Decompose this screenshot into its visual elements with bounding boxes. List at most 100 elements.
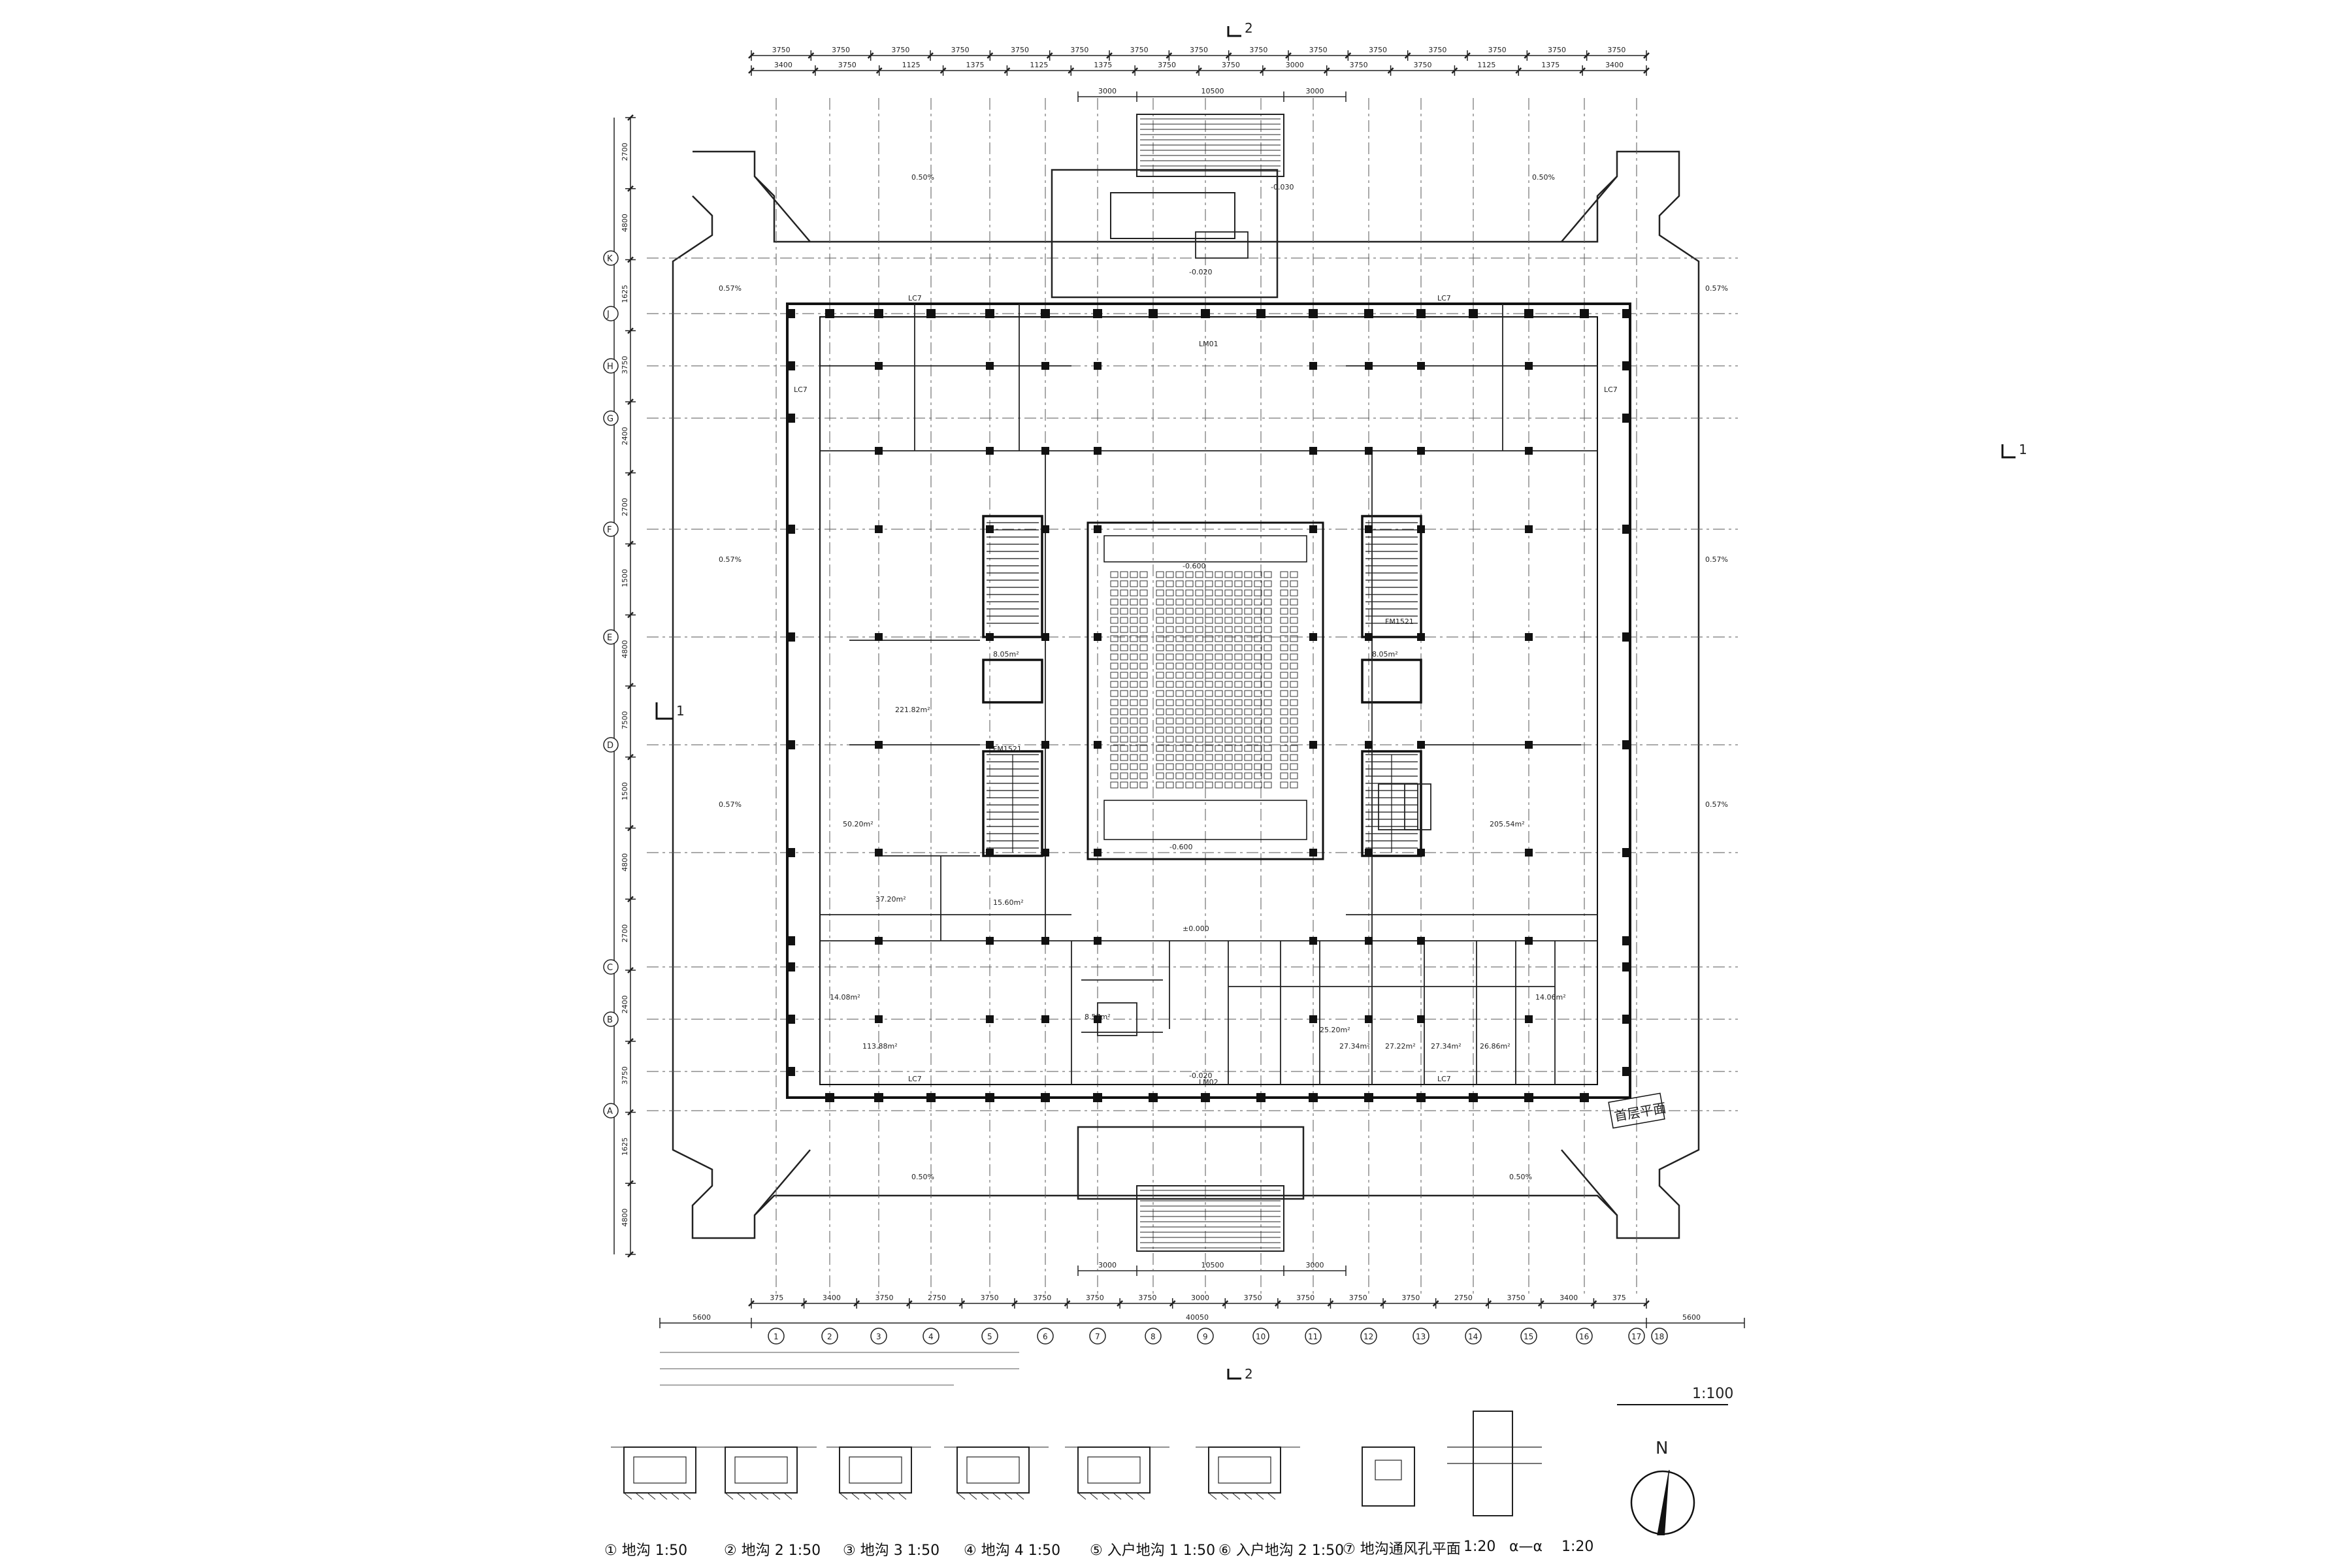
section-marker-left: 1: [676, 703, 685, 719]
column-axis-label: 17: [1631, 1332, 1641, 1341]
detail-caption-2: ② 地沟 2 1:50: [724, 1543, 821, 1559]
area-label: 221.82m²: [895, 706, 930, 714]
slope-label: 0.50%: [911, 173, 934, 182]
dimension-label: 40050: [1186, 1313, 1209, 1322]
dimension-label: 3750: [1086, 1294, 1104, 1302]
dimension-label: 3750: [832, 46, 850, 54]
section-marker-right: 1: [2019, 442, 2027, 457]
dimension-label: 1500: [621, 569, 629, 587]
area-label: 15.60m²: [993, 898, 1024, 907]
dimension-label: 3750: [875, 1294, 893, 1302]
dimension-label: 375: [770, 1294, 783, 1302]
window-label: LC7: [1437, 1075, 1451, 1083]
dimension-label: 4800: [621, 1209, 629, 1227]
dimension-label: 2700: [621, 142, 629, 161]
area-label: 27.34m²: [1339, 1042, 1370, 1051]
slope-label: 0.57%: [719, 555, 742, 564]
dimension-label: 1125: [1030, 61, 1048, 69]
elevation-label: -0.600: [1183, 562, 1205, 570]
dimension-label: 3750: [621, 1066, 629, 1085]
column-axis-label: 18: [1654, 1332, 1664, 1341]
row-axis-label: G: [607, 414, 613, 424]
dimension-label: 1375: [1541, 61, 1560, 69]
column-axis-label: 10: [1256, 1332, 1266, 1341]
dimension-label: 3750: [1130, 46, 1149, 54]
area-label: 50.20m²: [843, 820, 874, 828]
svg-text:N: N: [1656, 1439, 1668, 1458]
dimension-label: 4800: [621, 640, 629, 659]
north-entrance-stairs: [1051, 114, 1284, 299]
slope-label: 0.50%: [1509, 1173, 1532, 1181]
dimension-label: 1125: [1477, 61, 1495, 69]
row-axis-label: E: [607, 633, 612, 643]
area-label: 37.20m²: [875, 895, 906, 904]
dimension-label: 3750: [1607, 46, 1625, 54]
dimension-label: 1625: [621, 285, 629, 303]
dimension-label: 4800: [621, 214, 629, 232]
slope-label: 0.57%: [1705, 284, 1728, 293]
elevation-label: -0.030: [1271, 183, 1294, 191]
dimension-label: 3750: [1070, 46, 1088, 54]
slope-label: 0.57%: [1705, 800, 1728, 809]
column-axis-label: 8: [1151, 1332, 1156, 1341]
room-annotations: 221.82m² 50.20m² 37.20m² 15.60m² 14.08m²…: [719, 173, 1728, 1181]
column-axis-label: 2: [827, 1332, 832, 1341]
north-arrow-icon: N: [1630, 1439, 1695, 1536]
dimension-label: 3750: [1507, 1294, 1526, 1302]
dimension-label: 3750: [1349, 1294, 1367, 1302]
dimension-label: 3750: [981, 1294, 999, 1302]
dimension-label: 3750: [1296, 1294, 1315, 1302]
detail-caption-3: ③ 地沟 3 1:50: [843, 1543, 940, 1559]
dimension-label: 3750: [1249, 46, 1267, 54]
column-axis-label: 5: [987, 1332, 992, 1341]
dimension-label: 1375: [966, 61, 985, 69]
dimension-label: 3750: [1158, 61, 1176, 69]
slope-label: 0.57%: [1705, 555, 1728, 564]
section-markers: [655, 26, 2016, 1380]
column-axis-label: 12: [1364, 1332, 1373, 1341]
dimension-label: 10500: [1201, 1261, 1224, 1269]
row-axis-label: B: [607, 1015, 613, 1025]
column-axis-label: 13: [1416, 1332, 1426, 1341]
window-label: LC7: [908, 1075, 922, 1083]
area-label: 113.88m²: [862, 1042, 898, 1051]
column-axis-label: 1: [774, 1332, 779, 1341]
area-label: 25.20m²: [1320, 1026, 1350, 1034]
detail-caption-7: ⑦ 地沟通风孔平面: [1343, 1541, 1461, 1558]
dimension-label: 10500: [1201, 87, 1224, 95]
dimension-label: 3750: [1401, 1294, 1420, 1302]
dimension-label: 3000: [1306, 87, 1324, 95]
dimension-label: 1375: [1094, 61, 1112, 69]
detail-caption-7-scale: 1:20: [1463, 1539, 1496, 1555]
row-axis-label: H: [607, 362, 613, 372]
area-label: 14.06m²: [1535, 993, 1566, 1002]
slope-label: 0.57%: [719, 284, 742, 293]
window-label: LC7: [794, 385, 808, 394]
dimension-label: 5600: [1682, 1313, 1701, 1322]
dimension-label: 2750: [928, 1294, 946, 1302]
area-label: 8.05m²: [1372, 650, 1398, 659]
slope-label: 0.50%: [1532, 173, 1555, 182]
area-label: 14.08m²: [830, 993, 860, 1002]
dimension-label: 3000: [1306, 1261, 1324, 1269]
row-axis-label: C: [607, 963, 613, 973]
column-axis-label: 4: [928, 1332, 934, 1341]
dimension-label: 3750: [1548, 46, 1566, 54]
elevation-label: -0.020: [1189, 1071, 1212, 1080]
area-label: 27.22m²: [1385, 1042, 1416, 1051]
row-axis-label: J: [606, 310, 610, 319]
dimension-label: 3000: [1098, 87, 1117, 95]
detail-caption-1: ① 地沟 1:50: [604, 1543, 688, 1559]
interior-partitions: [820, 231, 1597, 1085]
window-label: LC7: [1437, 294, 1451, 302]
structural-columns: [786, 309, 1631, 1102]
dimension-label: 3750: [1244, 1294, 1262, 1302]
dimension-label: 3750: [621, 356, 629, 374]
dimension-label: 3750: [1369, 46, 1387, 54]
column-axis-label: 7: [1095, 1332, 1100, 1341]
door-label: FM1521: [1385, 617, 1414, 626]
column-axis-label: 9: [1203, 1332, 1208, 1341]
